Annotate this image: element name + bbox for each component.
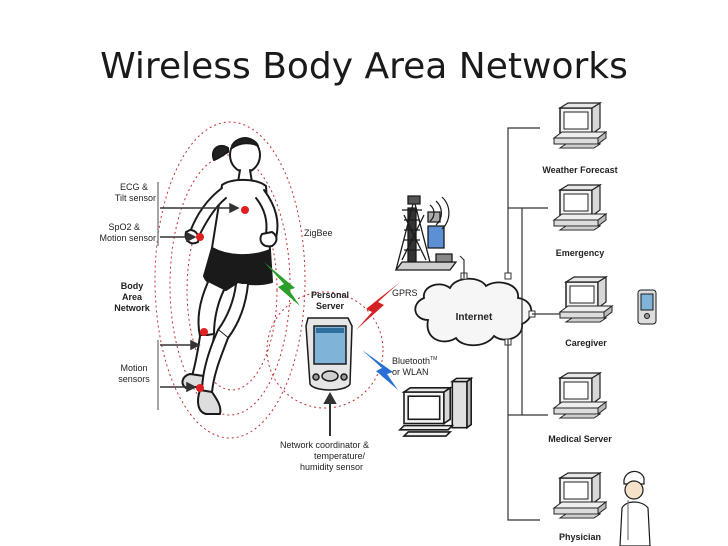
endpoint-label-physician: Physician [559,532,601,542]
zigbee-bolt [264,262,300,306]
desktop-computer-icon [397,376,474,437]
emergency-computer-icon [553,184,607,231]
ecg-label-line2: Tilt sensor [115,193,156,203]
personal-server-label-line2: Server [316,301,345,311]
motion-label-line1: Motion [120,363,147,373]
runner-figure [181,137,279,415]
bluetooth-bolt [362,350,398,390]
pda-device [305,317,353,391]
ankle-motion-sensor-dot [196,384,204,392]
spo2-sensor-dot [196,233,204,241]
cell-tower-icon [394,195,458,271]
personal-server-ring [266,291,384,409]
sensor-dots [196,206,249,392]
ban-label-line2: Area [122,292,143,302]
gprs-bolt [356,282,400,330]
ban-label-line3: Network [114,303,151,313]
weather-forecast-computer-icon [553,102,607,149]
zigbee-label: ZigBee [304,228,333,238]
slide-title: Wireless Body Area Networks [100,46,628,87]
coordinator-arrow [323,391,337,436]
field-ring-inner [186,189,278,391]
internet-cloud [414,277,533,347]
internet-label: Internet [456,312,493,323]
ban-label-line1: Body [121,281,144,291]
caregiver-pda-icon [637,289,657,325]
physician-computer-icon [553,472,607,519]
knee-motion-sensor-dot [200,328,208,336]
ecg-sensor-dot [241,206,249,214]
gprs-label: GPRS [392,288,418,298]
spo2-label-line1: SpO2 & [108,222,140,232]
endpoint-label-emergency: Emergency [556,248,605,258]
personal-server-label-line1: Personal [311,290,349,300]
bluetooth-label-line1: BluetoothTM [392,356,437,366]
sensor-arrows [157,182,240,410]
bluetooth-label-line2: or WLAN [392,367,429,377]
motion-label-line2: sensors [118,374,150,384]
medical-server-computer-icon [553,372,607,419]
coordinator-label-line3: humidity sensor [300,462,363,472]
ecg-label-line1: ECG & [120,182,148,192]
nurse-figure-icon [619,470,651,546]
caregiver-computer-icon [559,276,613,323]
field-ring-outer [154,121,306,439]
spo2-label-line2: Motion sensor [99,233,156,243]
endpoint-label-medical-server: Medical Server [548,434,612,444]
endpoint-label-weather-forecast: Weather Forecast [542,165,617,175]
endpoint-label-caregiver: Caregiver [565,338,607,348]
coordinator-label-line1: Network coordinator & [280,440,369,450]
coordinator-label-line2: temperature/ [314,451,366,461]
